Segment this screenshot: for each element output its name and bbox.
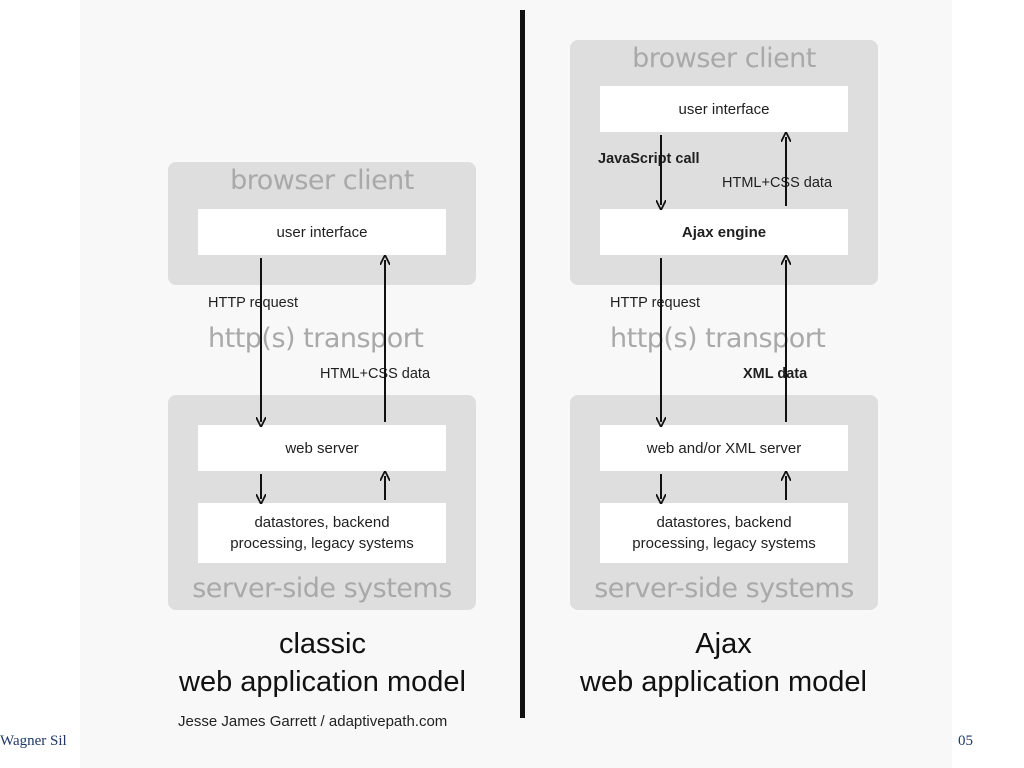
classic-datastores-box: datastores, backend processing, legacy s… [198, 503, 446, 563]
classic-browser-client-title: browser client [230, 165, 414, 196]
vertical-divider [520, 10, 525, 718]
ajax-html-css-data-label: HTML+CSS data [722, 175, 833, 191]
ajax-browser-client-title: browser client [632, 43, 816, 74]
classic-model-title: classic web application model [179, 628, 466, 698]
classic-web-server-box: web server [198, 425, 446, 471]
ajax-model-title: Ajax web application model [580, 628, 867, 698]
classic-server-side-title: server-side systems [192, 573, 452, 604]
ajax-http-request-label: HTTP request [610, 295, 700, 311]
ajax-datastores-box: datastores, backend processing, legacy s… [600, 503, 848, 563]
ajax-xml-data-label: XML data [743, 366, 808, 382]
classic-http-request-label: HTTP request [208, 295, 298, 311]
ajax-javascript-call-label: JavaScript call [598, 151, 700, 167]
ajax-transport-label: http(s) transport [610, 323, 826, 354]
ajax-server-side-title: server-side systems [594, 573, 854, 604]
classic-transport-label: http(s) transport [208, 323, 424, 354]
footer-author: Wagner Sil [0, 733, 67, 749]
credit-line: Jesse James Garrett / adaptivepath.com [178, 713, 448, 730]
ajax-web-server-box: web and/or XML server [600, 425, 848, 471]
ajax-user-interface-box: user interface [600, 86, 848, 132]
classic-user-interface-box: user interface [198, 209, 446, 255]
page-number: 05 [958, 733, 973, 749]
ajax-engine-box: Ajax engine [600, 209, 848, 255]
classic-html-css-data-label: HTML+CSS data [320, 366, 431, 382]
